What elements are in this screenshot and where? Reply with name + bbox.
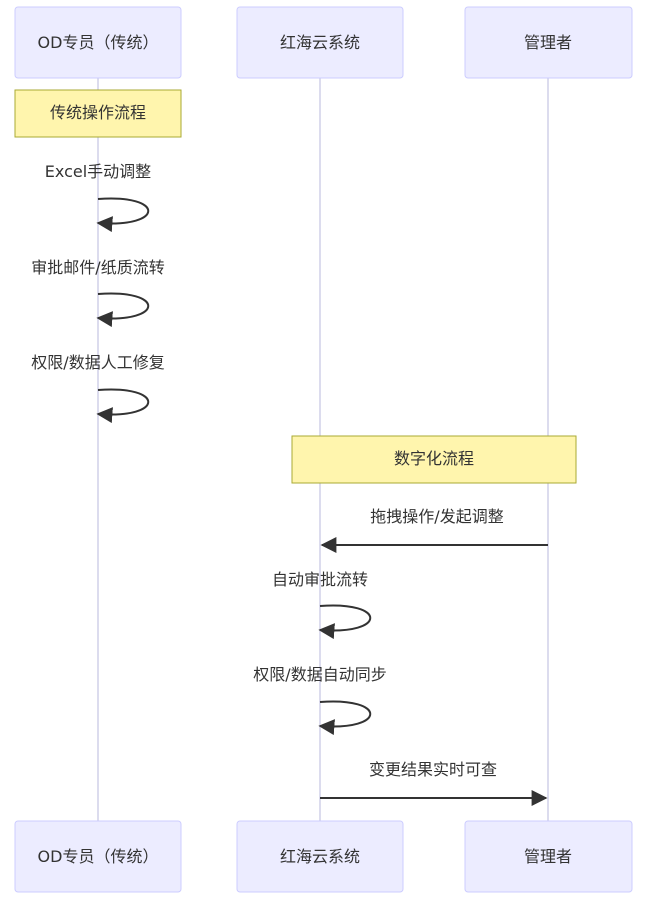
self-message-3: 权限/数据人工修复 — [31, 353, 165, 424]
message-mgr-to-hr: 拖拽操作/发起调整 — [320, 507, 548, 553]
actor-label: OD专员（传统） — [38, 33, 159, 52]
message-hr-to-mgr: 变更结果实时可查 — [320, 760, 548, 806]
self-message-4: 自动审批流转 — [272, 570, 371, 640]
actor-label: 红海云系统 — [280, 847, 360, 866]
self-message-2: 审批邮件/纸质流转 — [31, 258, 165, 328]
self-message-5: 权限/数据自动同步 — [253, 665, 387, 736]
message-label: 权限/数据人工修复 — [31, 353, 164, 372]
note-traditional: 传统操作流程 — [14, 89, 182, 138]
actor-label: OD专员（传统） — [38, 847, 159, 866]
actor-label: 红海云系统 — [280, 33, 360, 52]
message-label: 拖拽操作/发起调整 — [370, 507, 503, 526]
actor-label: 管理者 — [524, 847, 572, 866]
message-label: 权限/数据自动同步 — [253, 665, 386, 684]
actor-od-top: OD专员（传统） — [14, 6, 182, 79]
actor-hr-top: 红海云系统 — [236, 6, 404, 79]
self-message-1: Excel手动调整 — [45, 162, 151, 233]
actor-hr-bottom: 红海云系统 — [236, 820, 404, 893]
message-label: 审批邮件/纸质流转 — [31, 258, 164, 277]
actor-od-bottom: OD专员（传统） — [14, 820, 182, 893]
note-digital: 数字化流程 — [291, 435, 577, 484]
message-label: 变更结果实时可查 — [369, 760, 497, 779]
message-label: 自动审批流转 — [272, 570, 368, 589]
note-text: 传统操作流程 — [50, 103, 146, 122]
note-text: 数字化流程 — [394, 449, 474, 468]
actor-mgr-bottom: 管理者 — [464, 820, 633, 893]
actor-mgr-top: 管理者 — [464, 6, 633, 79]
actor-label: 管理者 — [524, 33, 572, 52]
message-label: Excel手动调整 — [45, 162, 151, 181]
